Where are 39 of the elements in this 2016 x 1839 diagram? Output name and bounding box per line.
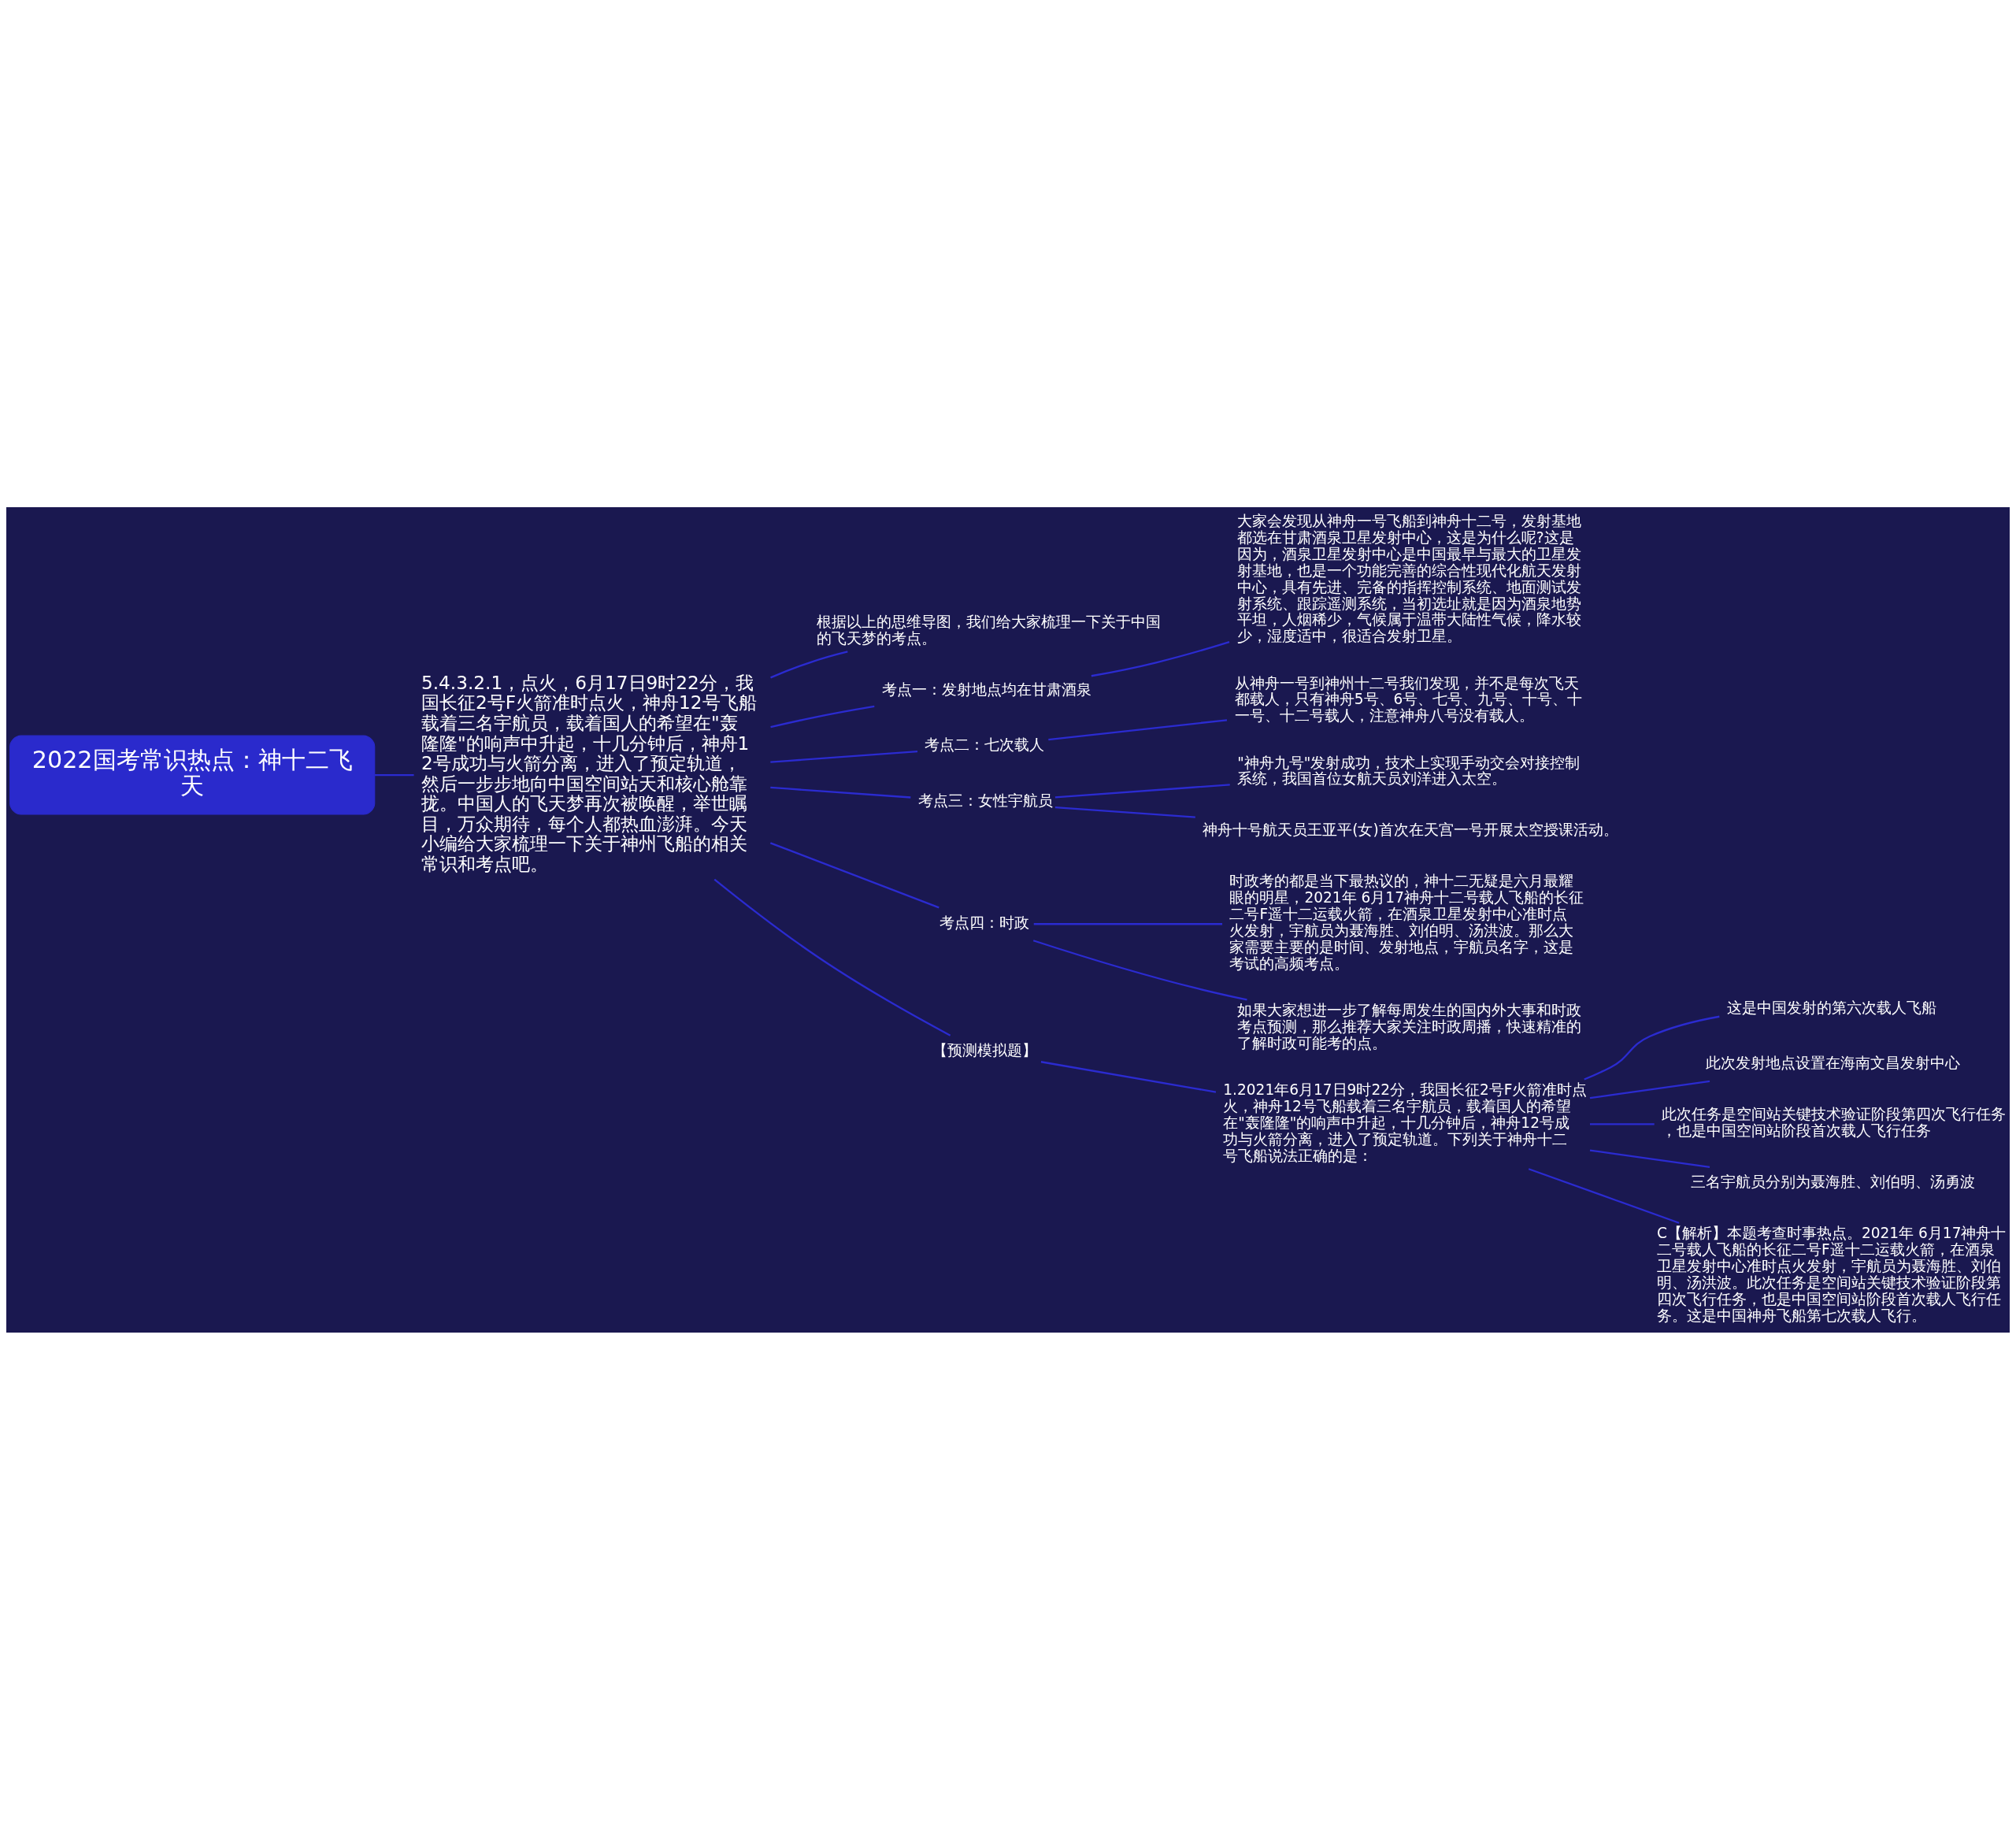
connector — [1589, 1148, 1710, 1168]
connector — [769, 841, 939, 908]
node-text: 三名宇航员分别为聂海胜、刘伯明、汤勇波 — [1690, 1173, 1975, 1190]
connector — [1091, 640, 1230, 677]
node-text: 这是中国发射的第六次载人飞船 — [1726, 999, 1936, 1016]
node-text: 【预测模拟题】 — [932, 1041, 1037, 1059]
node-text: 5.4.3.2.1，点火，6月17日9时22分，我国长征2号F火箭准时点火，神舟12号飞船载着三名宇航员，载着国人的希望在"轰隆隆"的响声中升起，十几分钟后，神舟12号成功与火箭分离，进入了预定轨道，然后一步步地向中国空间站天和核心舱靠拢。中国人的飞天梦再次被唤醒，举世瞩目，万众期待，每个人都热血澎湃。今天小编给大家梳理一下关于神州飞船的相关常识和考点吧。 — [421, 671, 757, 874]
connector — [713, 878, 951, 1036]
connector — [1528, 1167, 1680, 1224]
node-text: "神舟九号"发射成功，技术上实现手动交会对接控制系统，我国首位女航天员刘洋进入太空。 — [1237, 754, 1581, 787]
connector — [770, 786, 911, 799]
connector — [1048, 718, 1228, 740]
node-text: 1.2021年6月17日9时22分，我国长征2号F火箭准时点火，神舟12号飞船载着三名宇航员，载着国人的希望在"轰隆隆"的响声中升起，十几分钟后，神舟12号成功与火箭分离，进入了预定轨道。下列关于神舟十二号飞船说法正确的是： — [1223, 1081, 1588, 1164]
node-text: 时政考的都是当下最热议的，神十二无疑是六月最耀眼的明星，2021年 6月17神舟十二号载人飞船的长征二号F遥十二运载火箭，在酒泉卫星发射中心准时点火发射，宇航员为聂海胜、刘伯明、汤洪波。那么大家需要主要的是时间、发射地点，宇航员名字，这是考试的高频考点。 — [1229, 872, 1584, 972]
node-text: 如果大家想进一步了解每周发生的国内外大事和时政考点预测，那么推荐大家关注时政周播，快速精准的了解时政可能考的点。 — [1236, 1001, 1581, 1051]
connector — [374, 773, 414, 776]
connector — [770, 705, 875, 728]
connector — [1590, 1122, 1655, 1125]
node-text: 神舟十号航天员王亚平(女)首次在天宫一号开展太空授课活动。 — [1203, 821, 1618, 838]
node-text: C【解析】本题考查时事热点。2021年 6月17神舟十二号载人飞船的长征二号F遥十二运载火箭，在酒泉卫星发射中心准时点火发射，宇航员为聂海胜、刘伯明、汤洪波。此次任务是空间站关键技术验证阶段第四次飞行任务，也是中国空间站阶段首次载人飞行任务。这是中国神舟飞船第七次载人飞行。 — [1657, 1224, 2007, 1324]
node-text: 大家会发现从神舟一号飞船到神舟十二号，发射基地都选在甘肃酒泉卫星发射中心，这是为什么呢?这是因为，酒泉卫星发射中心是中国最早与最大的卫星发射基地，也是一个功能完善的综合性现代化航天发射中心，具有先进、完备的指挥控制系统、地面测试发射系统、跟踪遥测系统，当初选址就是因为酒泉地势平坦，人烟稀少，气候属于温带大陆性气候，降水较少，湿度适中，很适合发射卫星。 — [1236, 512, 1581, 644]
node-text: 考点三：女性宇航员 — [917, 792, 1053, 809]
node-text: 考点四：时政 — [939, 914, 1029, 931]
node-text: 根据以上的思维导图，我们给大家梳理一下关于中国的飞天梦的考点。 — [817, 613, 1162, 647]
connector — [1054, 783, 1230, 798]
node-box: 2022国考常识热点：神十二飞天 — [9, 735, 376, 815]
node-text: 考点二：七次载人 — [925, 736, 1045, 753]
connector — [1032, 939, 1247, 1001]
node-text: 从神舟一号到神州十二号我们发现，并不是每次飞天都载人，只有神舟5号、6号、七号、九号、十号、十一号、十二号载人，注意神舟八号没有载人。 — [1234, 674, 1583, 724]
connector — [1589, 1080, 1710, 1099]
connector — [770, 750, 918, 763]
connector — [1033, 922, 1223, 925]
node-text: 此次发射地点设置在海南文昌发射中心 — [1705, 1054, 1960, 1071]
node-text: 此次任务是空间站关键技术验证阶段第四次飞行任务，也是中国空间站阶段首次载人飞行任务 — [1662, 1105, 2007, 1139]
connector — [770, 650, 848, 678]
node-text: 考点一：发射地点均在甘肃酒泉 — [881, 680, 1091, 698]
connector — [1040, 1060, 1217, 1093]
connector — [1054, 806, 1195, 818]
connector — [1584, 1015, 1720, 1081]
